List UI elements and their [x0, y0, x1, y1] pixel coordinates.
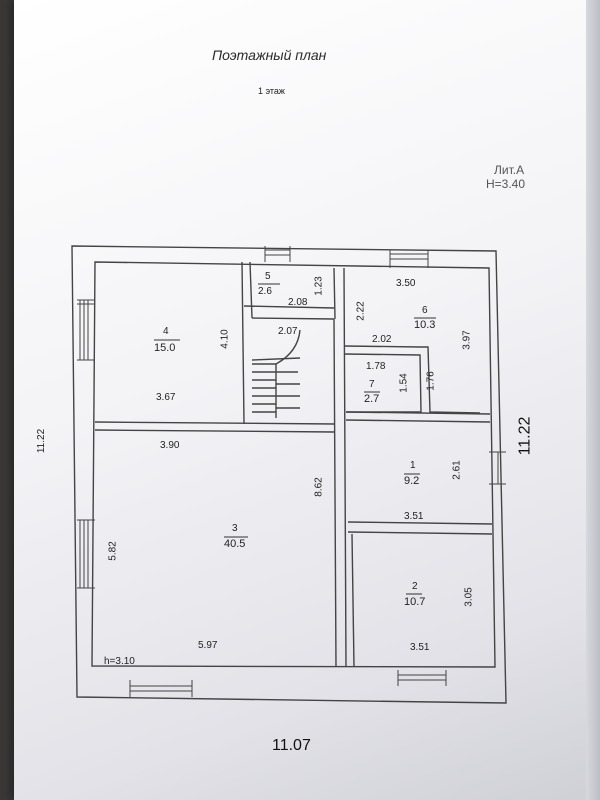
room-6-number: 6 [422, 305, 428, 316]
dim-r7-width: 1.78 [366, 361, 386, 372]
room-2-area: 10.7 [404, 596, 426, 608]
dim-r4-height: 4.10 [219, 329, 231, 349]
outer-wall [71, 245, 507, 704]
overall-height-right: 11.22 [516, 416, 534, 456]
plan-title: Поэтажный план [212, 47, 327, 63]
dim-r5-height: 1.23 [313, 276, 325, 296]
room-5-number: 5 [265, 271, 271, 282]
wall-central [333, 267, 347, 668]
wall-r2-left [351, 533, 355, 668]
dim-stair-width: 2.07 [278, 326, 298, 337]
window-right [489, 451, 506, 485]
room-4-area: 15.0 [154, 342, 176, 354]
height-label: H=3.40 [486, 177, 526, 191]
room-1-area: 9.2 [404, 475, 420, 487]
floor-label: 1 этаж [258, 86, 285, 96]
dim-r6-bottom: 2.02 [372, 334, 392, 345]
wall-r1-bottom [347, 521, 493, 535]
inner-wall [91, 261, 496, 668]
window-bottom-1 [129, 680, 193, 697]
dim-r6-top: 3.50 [396, 278, 416, 289]
dim-r6-left: 2.22 [355, 301, 367, 321]
dim-r7-height: 1.54 [398, 373, 410, 393]
dim-r2-right: 3.05 [463, 587, 475, 607]
wall-r1-top [345, 411, 491, 423]
wall-r6-bottom [343, 345, 421, 348]
dim-r3-bottom: 5.97 [198, 640, 218, 651]
room-3-number: 3 [232, 523, 238, 534]
overall-height-left: 11.22 [36, 428, 48, 454]
dim-r6-inner: 1.76 [425, 371, 437, 391]
dim-r1-right: 2.61 [451, 460, 463, 480]
dim-r5-width: 2.08 [288, 297, 308, 308]
wall-r6-inner [420, 346, 481, 414]
stairs-curve [275, 329, 301, 365]
dim-r6-right: 3.97 [461, 330, 473, 350]
dim-r3-top: 3.90 [160, 440, 180, 451]
dim-r1-bottom: 3.51 [404, 511, 424, 522]
window-top-1 [264, 246, 291, 262]
window-left-top [77, 299, 95, 361]
wall-r5-bottom [243, 305, 335, 320]
overall-width: 11.07 [272, 737, 311, 754]
room-4-number: 4 [163, 326, 169, 337]
room-6-area: 10.3 [414, 319, 436, 331]
room-height: h=3.10 [104, 656, 135, 667]
lit-label: Лит.А [494, 163, 525, 177]
dim-r3-left: 5.82 [107, 541, 119, 561]
dim-r2-bottom: 3.51 [410, 642, 430, 653]
dim-r4-width: 3.67 [156, 392, 176, 403]
room-7-number: 7 [369, 379, 375, 390]
window-left-bottom [77, 519, 95, 589]
room-1-number: 1 [410, 460, 416, 471]
room-3-area: 40.5 [224, 538, 246, 550]
room-5-area: 2.6 [258, 286, 272, 297]
page-fold [586, 0, 600, 800]
room-2-number: 2 [412, 581, 418, 592]
wall-r5-right [333, 267, 336, 320]
window-bottom-2 [397, 670, 447, 686]
stairs [251, 357, 301, 418]
wall-r4-bottom [94, 421, 336, 433]
window-top-2 [389, 250, 429, 268]
room-7-area: 2.7 [364, 393, 380, 405]
wall-r4-right [241, 261, 253, 425]
dim-r3-right: 8.62 [313, 477, 325, 497]
